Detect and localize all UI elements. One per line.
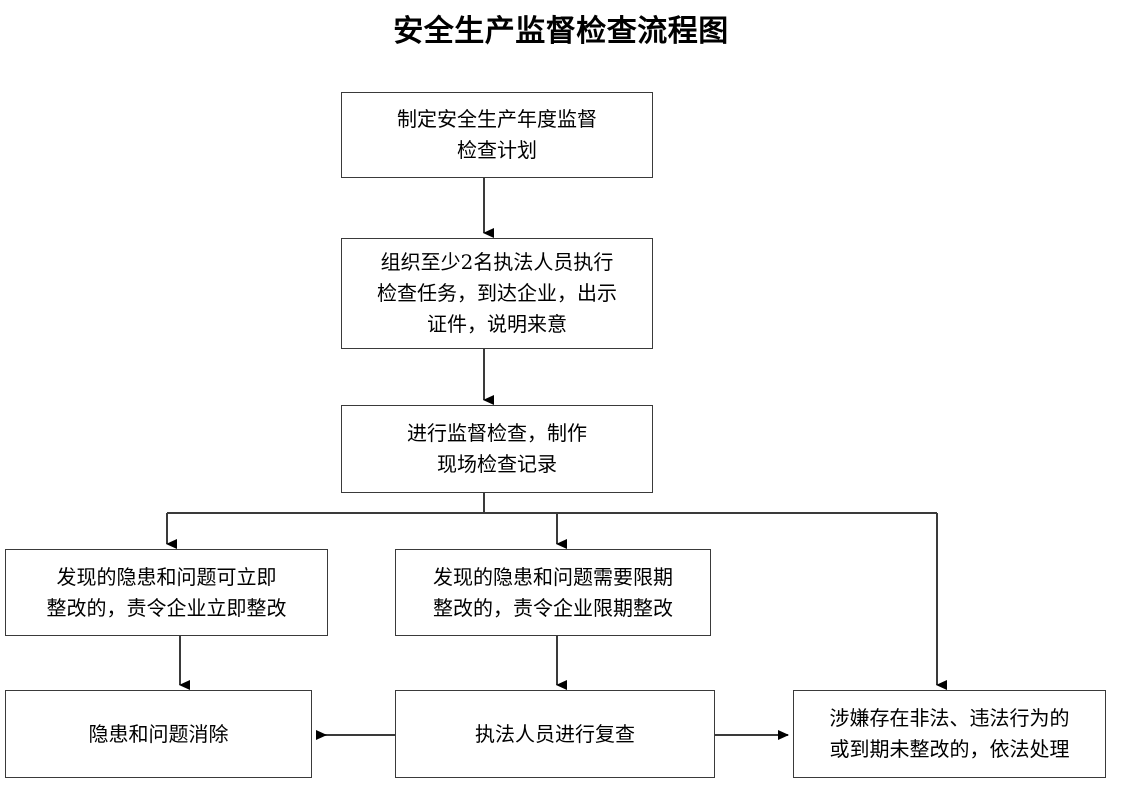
node-plan[interactable]: 制定安全生产年度监督 检查计划 [341,92,653,178]
node-plan-label: 制定安全生产年度监督 检查计划 [397,107,597,162]
node-deadline-rectify[interactable]: 发现的隐患和问题需要限期 整改的，责令企业限期整改 [395,549,711,636]
node-recheck[interactable]: 执法人员进行复查 [395,690,715,778]
node-dispatch-label: 组织至少2名执法人员执行 检查任务，到达企业，出示 证件，说明来意 [377,250,617,336]
node-recheck-label: 执法人员进行复查 [475,721,635,746]
node-hazard-removed[interactable]: 隐患和问题消除 [5,690,312,778]
page-title: 安全生产监督检查流程图 [393,14,729,49]
node-hazard-removed-label: 隐患和问题消除 [88,721,229,746]
node-legal-action-label: 涉嫌存在非法、违法行为的 或到期未整改的，依法处理 [829,706,1070,761]
node-deadline-rectify-label: 发现的隐患和问题需要限期 整改的，责令企业限期整改 [433,564,673,620]
node-inspect-label: 进行监督检查，制作 现场检查记录 [407,421,587,476]
node-immediate-rectify[interactable]: 发现的隐患和问题可立即 整改的，责令企业立即整改 [5,549,328,636]
node-dispatch[interactable]: 组织至少2名执法人员执行 检查任务，到达企业，出示 证件，说明来意 [341,238,653,349]
node-immediate-rectify-label: 发现的隐患和问题可立即 整改的，责令企业立即整改 [46,564,287,620]
node-legal-action[interactable]: 涉嫌存在非法、违法行为的 或到期未整改的，依法处理 [793,690,1106,778]
node-inspect[interactable]: 进行监督检查，制作 现场检查记录 [341,405,653,493]
